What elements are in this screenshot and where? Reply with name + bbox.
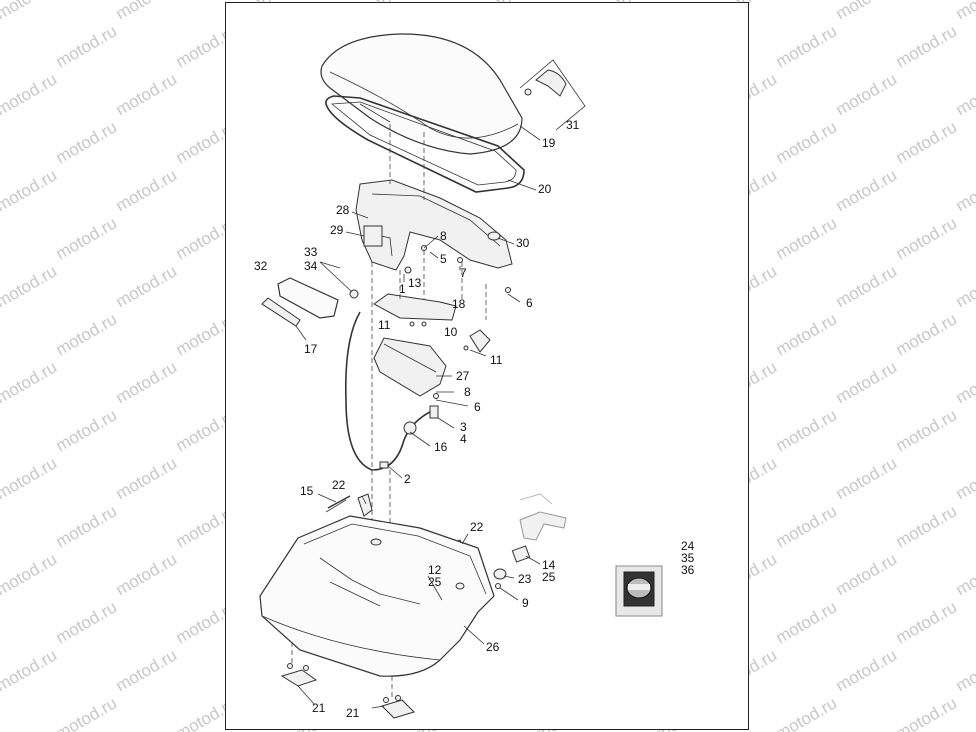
- leader-lines: [295, 125, 541, 709]
- callout-label: 2: [404, 472, 411, 486]
- callout-label: 16: [434, 440, 448, 454]
- callout-label: 21: [346, 706, 360, 720]
- callout-labels: 31 19 20 28 29 30 8 5 7 33 34 32 13 1 6 …: [254, 118, 695, 720]
- callout-label: 14: [542, 558, 556, 572]
- callout-label: 8: [464, 385, 471, 399]
- handle-part: [261, 277, 359, 327]
- callout-label: 20: [538, 182, 552, 196]
- callout-label: 3: [460, 420, 467, 434]
- release-cable-part: [344, 311, 435, 471]
- callout-label: 24: [681, 539, 695, 553]
- saddlebag-body-part: [259, 515, 495, 677]
- callout-label: 9: [522, 596, 529, 610]
- callout-label: 12: [428, 563, 442, 577]
- callout-label: 11: [378, 318, 391, 332]
- callout-label: 22: [470, 520, 484, 534]
- callout-label: 10: [444, 325, 458, 339]
- callout-label: 6: [526, 296, 533, 310]
- callout-label: 34: [304, 259, 318, 273]
- grommet-part: [487, 231, 501, 241]
- hinge-arm-part: [519, 493, 567, 541]
- callout-label: 11: [490, 353, 503, 367]
- callout-label: 25: [542, 570, 556, 584]
- lid-latch-part: [519, 59, 586, 131]
- lid-part: [320, 33, 523, 155]
- callout-label: 7: [460, 266, 467, 280]
- callout-label: 22: [332, 478, 346, 492]
- emblem-part: [615, 565, 663, 617]
- callout-label: 19: [542, 136, 556, 150]
- callout-label: 4: [460, 432, 467, 446]
- callout-label: 30: [516, 236, 530, 250]
- callout-label: 5: [440, 252, 447, 266]
- callout-label: 32: [254, 259, 268, 273]
- callout-label: 26: [486, 640, 500, 654]
- callout-label: 25: [428, 575, 442, 589]
- callout-label: 31: [566, 118, 580, 132]
- callout-label: 28: [336, 203, 350, 217]
- callout-label: 36: [681, 563, 695, 577]
- inner-cover-part: [373, 337, 447, 397]
- callout-label: 21: [312, 701, 326, 715]
- latch-plate-part: [373, 293, 491, 353]
- callout-label: 23: [518, 572, 532, 586]
- callout-label: 13: [408, 276, 422, 290]
- callout-label: 33: [304, 245, 318, 259]
- callout-label: 15: [300, 484, 314, 498]
- lid-seal-part: [325, 95, 525, 193]
- callout-label: 6: [474, 400, 481, 414]
- callout-label: 8: [440, 229, 447, 243]
- callout-label: 18: [452, 297, 466, 311]
- callout-label: 35: [681, 551, 695, 565]
- callout-label: 29: [330, 223, 344, 237]
- callout-label: 1: [399, 282, 406, 296]
- mount-bracket-part: [280, 663, 415, 719]
- latch-bracket-part: [355, 179, 513, 271]
- callout-label: 17: [304, 342, 318, 356]
- callout-label: 27: [456, 369, 470, 383]
